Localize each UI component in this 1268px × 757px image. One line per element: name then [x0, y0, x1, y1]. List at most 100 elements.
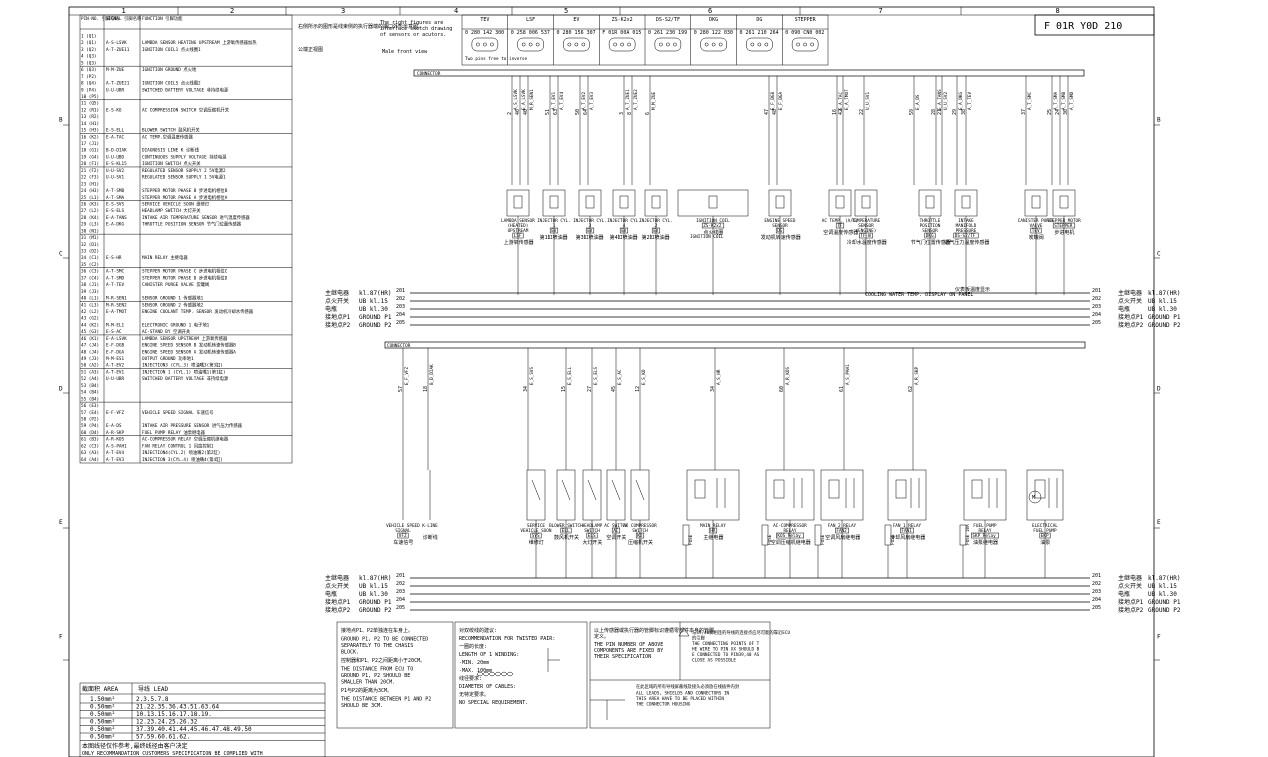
pin-signal: E-S-ELL [106, 128, 125, 134]
pin-no: 51 (A3) [81, 369, 99, 375]
area-value: 0.50mm² [90, 734, 115, 741]
pin-table-row: 30 (N1) [81, 228, 99, 234]
top-component-name: SENSOR [922, 228, 938, 234]
connector-name: DS-S2/TF [656, 17, 680, 23]
pin-table: PIN-NO. 引脚号码 SIGNAL 引脚名称 FUNCTION 引脚功能 1… [79, 14, 293, 464]
note-line: ALL LEADS, SHIELDS AND CONNECTORS IN [636, 691, 730, 697]
bus-right-term: kl.87(HR) [1148, 575, 1181, 582]
bottom-wire-pin: 27 [587, 386, 593, 392]
note-ground: 接地点P1、P2单独连在车身上。GROUND P1, P2 TO BE CONN… [336, 621, 454, 729]
bottom-component-cn: 油泵 [1040, 539, 1050, 546]
top-wire-signal: A_T_SMD [1069, 91, 1075, 110]
top-wire-signal: A_T_EV3 [589, 91, 595, 110]
bus-no-right: 204 [1092, 597, 1101, 603]
display-cn: 仪表板温度显示 [955, 286, 990, 293]
connector-note-cn: 右侧所示的图形是线束侧的执行器端的接口外形示意图。 [298, 23, 423, 30]
note-line: -MIN. 20mm [459, 660, 489, 666]
bus-label-term: GROUND P2 [359, 607, 392, 614]
top-component-code: TEV [1032, 228, 1040, 234]
grid-col-7: 7 [879, 7, 883, 15]
lead-list: 2.3.5.7.8 [136, 696, 169, 703]
connector-name: DG [756, 17, 762, 23]
pin-table-row: 23 (H1) [81, 181, 99, 187]
pin-no: 38 (J1) [81, 282, 99, 288]
pin-no: 59 (P4) [81, 423, 99, 429]
note-line: THE CONNECTOR HOUSING [636, 702, 691, 708]
pin-no: 20 (F1) [81, 161, 99, 167]
pin-no: 64 (A4) [81, 457, 99, 463]
top-component-name: INTAKE [958, 218, 974, 224]
note-line: THE PIN NUMBER OF ABOVE [594, 642, 663, 648]
bus-right-cn: 电瓶 [1118, 305, 1130, 313]
pin-no: 24 (H3) [81, 188, 99, 194]
note-line: LENGTH OF 1 WINDING: [459, 652, 519, 658]
top-wire-pin: 40 [523, 109, 529, 115]
pin-function: FUEL PUMP RELAY 油泵继电器 [142, 429, 206, 436]
grid-col-1: 1 [122, 7, 126, 15]
bottom-component-name: AC COMPRESSOR [623, 523, 657, 529]
note-line: 无特定要求。 [459, 691, 489, 698]
grid-row-right-B: B [1157, 117, 1161, 124]
grid-row-left-B: B [59, 117, 63, 124]
pin-no: 36 (C3) [81, 269, 99, 275]
bottom-component-cn: 压缩机开关 [628, 539, 653, 546]
top-component-name: 2 [655, 223, 658, 229]
top-component-name: 3 [589, 223, 592, 229]
pin-function: AC-COMPRESSOR RELAY 空调压缩机继电器 [142, 436, 229, 443]
pin-no: 8 (Q4) [81, 81, 97, 87]
pin-function: INTAKE AIR TEMPERATURE SENSOR 进气温度传感器 [142, 214, 250, 221]
pin-function: VEHICLE SPEED SIGNAL 车速信号 [142, 409, 214, 416]
display-en: COOLING WATER TEMP. DISPLAY ON PANEL [865, 292, 973, 298]
bottom-component-code: ELS [588, 533, 596, 539]
top-wire-pin: 63 [553, 109, 559, 115]
pin-signal: E-A-TMOT [106, 309, 127, 315]
pin-signal: E-S-KL15 [106, 161, 127, 167]
note-line: THE CONNECTING POINTS OF T [692, 641, 760, 647]
connector-name: ZS-K2x2 [612, 17, 633, 23]
top-component-name: CANISTER PURGE [1018, 218, 1055, 224]
note-line: SHOULD BE 3CM. [341, 703, 383, 709]
pin-function: MAIN RELAY 主继电器 [142, 254, 188, 261]
top-wire-pin: 37 [1021, 109, 1027, 115]
grid-col-8: 8 [1056, 7, 1060, 15]
top-component-code: EV [551, 228, 557, 234]
bus-right-cn: 主继电器 [1118, 289, 1142, 297]
bottom-component-name: FAN 2 RELAY [828, 523, 857, 529]
note-line: 以上传感器或执行器的管脚标识遵循零部件本身的管脚 [594, 627, 714, 634]
grid-col-2: 2 [230, 7, 234, 15]
top-component-name: UPSTREAM [508, 228, 529, 234]
note-line: SEPARATELY TO THE CHASIS [341, 643, 413, 649]
pin-no: 45 (G3) [81, 329, 99, 335]
pin-signal: A-S-PAH1 [106, 443, 127, 449]
pin-no: 47 (J4) [81, 343, 99, 349]
pin-no: 61 (B3) [81, 437, 99, 443]
pin-no: 2 (Q1) [81, 40, 97, 46]
pin-function: INTAKE AIR PRESSURE SENSOR 进气压力传感器 [142, 422, 243, 429]
warning-icon [678, 627, 690, 637]
bottom-wire-signal: A_S_HR [716, 369, 722, 385]
area-value: 0.50mm² [90, 704, 115, 711]
top-wire-signal: E_A_DS [915, 94, 921, 110]
top-component-cn: 第2缸喷油器 [642, 234, 670, 241]
bottom-wire-signal: E_S_ELL [567, 366, 573, 385]
pin-no: 19 (G4) [81, 154, 99, 160]
pin-signal: E-F-VFZ [106, 410, 125, 416]
bottom-wire-pin: 12 [635, 386, 641, 392]
